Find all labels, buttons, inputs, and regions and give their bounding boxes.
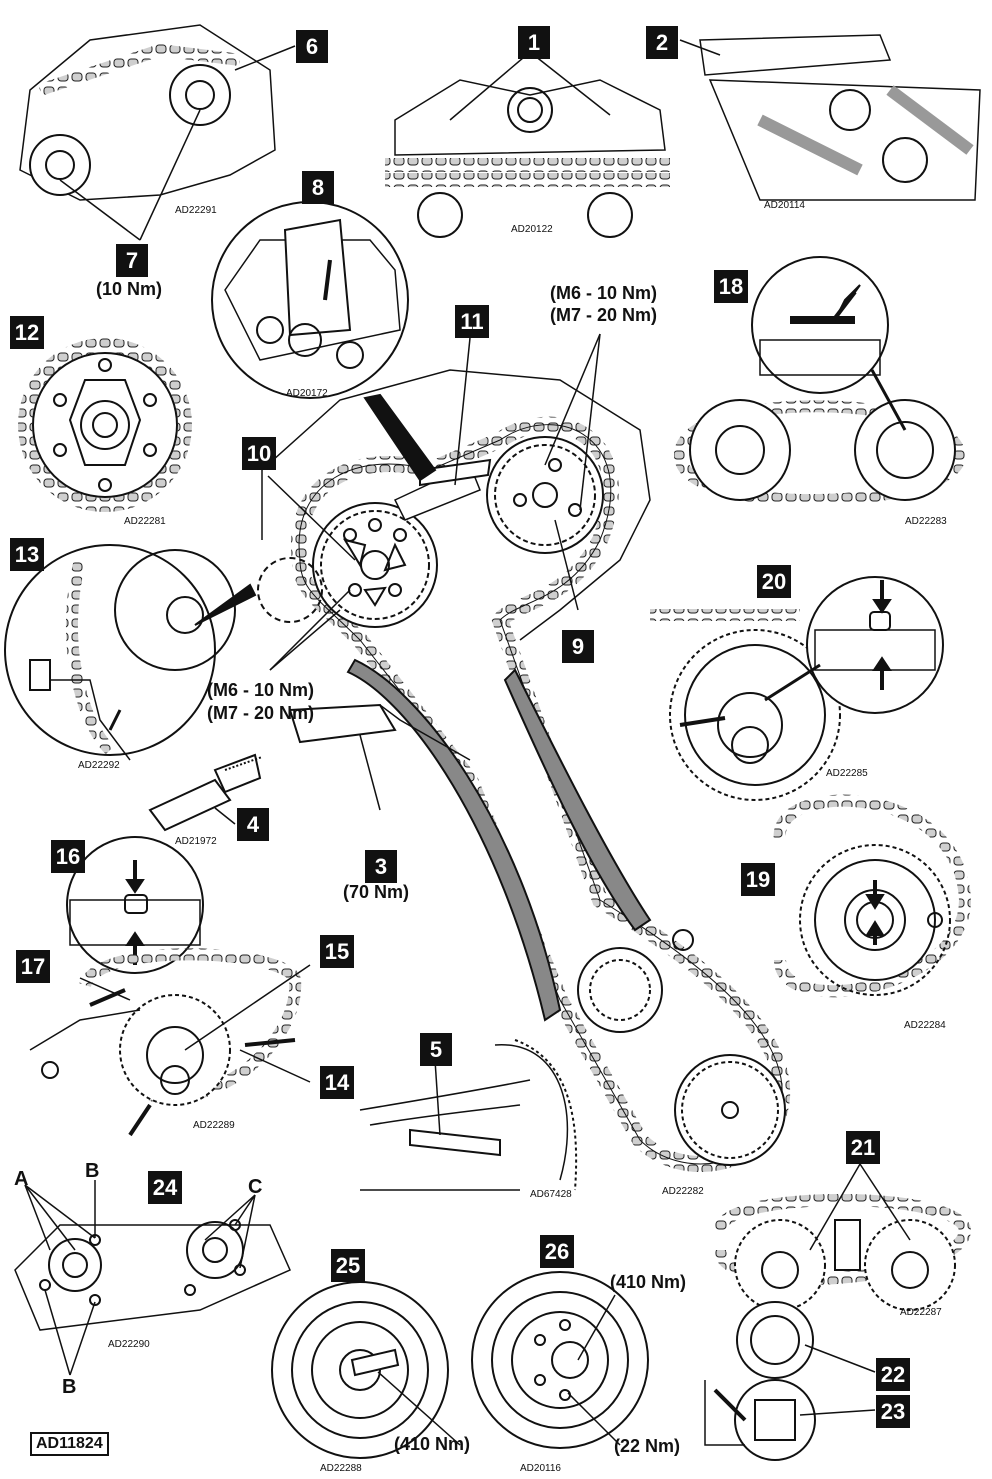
callout-16: 16 [51,840,85,873]
tensioner-rail [346,658,562,1022]
callout-8: 8 [302,171,334,204]
callout-20: 20 [757,565,791,598]
ref-4: AD21972 [175,836,217,847]
detail-19-sprocket [773,794,972,998]
callout-4: 4 [237,808,269,841]
detail-4-locking-tool [148,753,263,832]
detail-25-crank-pulley [271,1281,461,1459]
detail-12-sprocket [18,338,192,512]
callout-1: 1 [518,26,550,59]
torque-26-b: (22 Nm) [614,1436,681,1456]
torque-7: (10 Nm) [96,279,163,299]
callout-12: 12 [10,316,44,349]
detail-26-crank-pulley [471,1271,649,1449]
ref-25: AD22288 [320,1463,362,1474]
ref-19: AD22284 [904,1020,946,1031]
detail-18-magnifier [673,256,967,507]
torque-26-a: (410 Nm) [610,1272,687,1292]
letter-b-bottom: B [62,1376,77,1398]
torque-25: (410 Nm) [394,1434,471,1454]
ref-16: AD22289 [193,1120,235,1131]
callout-22: 22 [876,1358,910,1391]
ref-18: AD22283 [905,516,947,527]
callout-14: 14 [320,1066,354,1099]
detail-16-17-14-15 [29,836,311,1137]
guide-rail [503,668,652,932]
callout-25: 25 [331,1249,365,1282]
detail-2-camshaft-bridge [679,34,981,201]
ref-24: AD22290 [108,1339,150,1350]
callout-7: 7 [116,244,148,277]
torque-9-m6: (M6 - 10 Nm) [550,283,658,303]
callout-13: 13 [10,538,44,571]
ref-2: AD20114 [764,200,805,211]
detail-6-7-camshaft-covers [19,24,296,241]
chain-tensioner [288,703,397,744]
ref-5: AD67428 [530,1189,572,1200]
torque-10-m6: (M6 - 10 Nm) [207,680,315,700]
detail-1-camshafts [385,51,670,238]
callout-3: 3 [365,850,397,883]
ref-12: AD22281 [124,516,166,527]
torque-3: (70 Nm) [343,882,410,902]
callout-24: 24 [148,1171,182,1204]
ref-21: AD22287 [900,1307,942,1318]
torque-10-m7: (M7 - 20 Nm) [207,703,315,723]
callout-10: 10 [242,437,276,470]
callout-19: 19 [741,863,775,896]
callout-6: 6 [296,30,328,63]
callout-11: 11 [455,305,489,338]
letter-a: A [14,1168,29,1190]
detail-5-flywheel-lock [359,1039,578,1191]
callout-15: 15 [320,935,354,968]
callout-23: 23 [876,1395,910,1428]
ref-1: AD20122 [511,224,553,235]
torque-9-m7: (M7 - 20 Nm) [550,305,658,325]
callout-18: 18 [714,270,748,303]
ref-main: AD22282 [662,1186,704,1197]
letter-c: C [248,1176,263,1198]
figure-id: AD11824 [30,1432,109,1456]
detail-21-22-23 [704,1163,972,1461]
crankshaft-gear [674,1054,786,1166]
detail-8-magnifier [211,201,437,482]
callout-9: 9 [562,630,594,663]
callout-2: 2 [646,26,678,59]
callout-5: 5 [420,1033,452,1066]
ref-13: AD22292 [78,760,120,771]
detail-24-camshaft-tool [14,1180,291,1376]
callout-21: 21 [846,1131,880,1164]
ref-20: AD22285 [826,768,868,779]
detail-13-magnifier [4,544,257,761]
ref-26: AD20116 [520,1463,561,1474]
ref-6: AD22291 [175,205,217,216]
ref-8: AD20172 [286,388,328,399]
exhaust-camshaft-sprocket [486,436,604,554]
callout-26: 26 [540,1235,574,1268]
detail-20-sprocket [650,576,944,801]
letter-b-top: B [85,1160,100,1182]
callout-17: 17 [16,950,50,983]
